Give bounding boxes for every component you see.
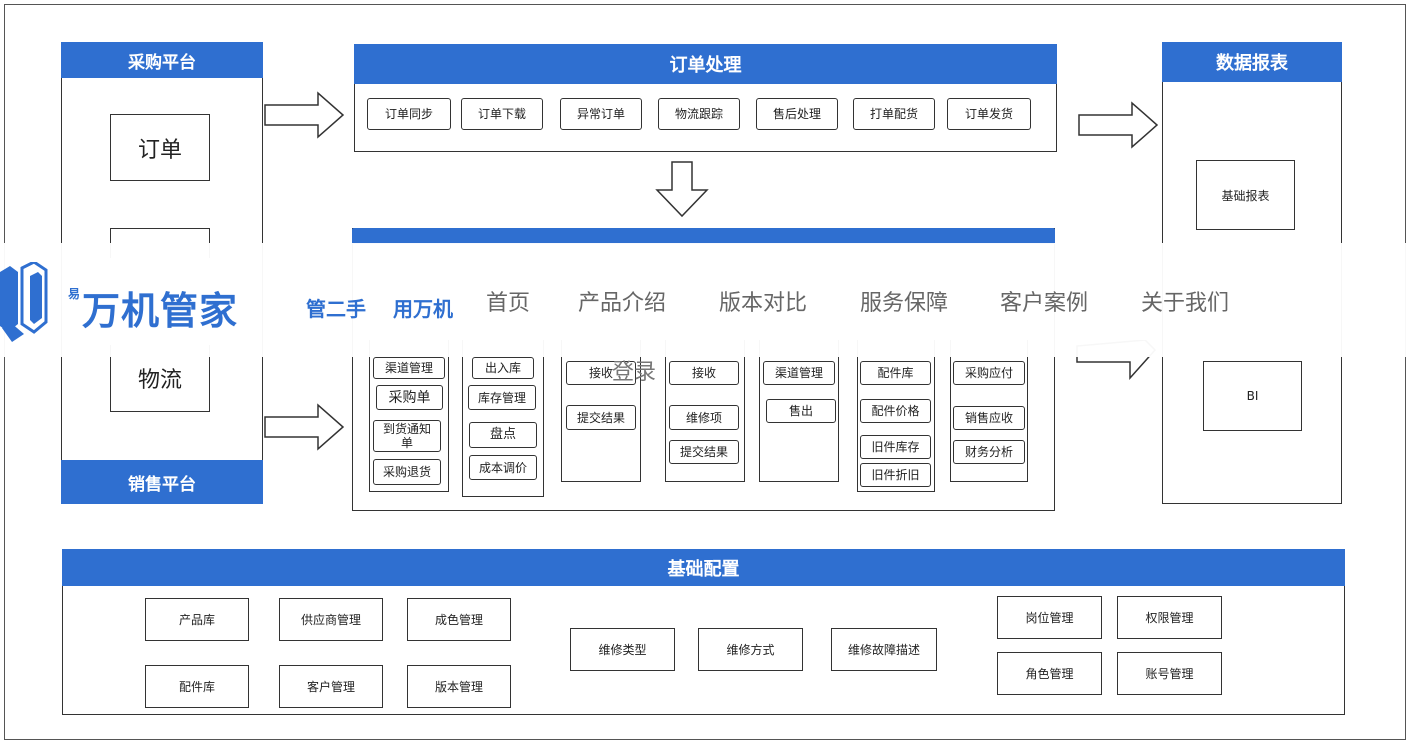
logo-small-text: 易 xyxy=(68,287,81,301)
middle-panel-header xyxy=(352,228,1055,244)
mid-c6-item1: 配件库 xyxy=(860,361,931,385)
mid-col6 xyxy=(857,340,935,492)
mid-col7 xyxy=(950,340,1028,482)
nav-home[interactable]: 首页 xyxy=(486,291,531,316)
bc-g1-1: 产品库 xyxy=(145,598,249,641)
mid-c1-item3: 到货通知单 xyxy=(373,420,441,452)
login-link[interactable]: 登录 xyxy=(612,360,657,385)
mid-c1-item4: 采购退货 xyxy=(373,459,441,485)
diagram-frame xyxy=(4,4,1406,740)
mid-c7-item2: 销售应收 xyxy=(953,406,1025,430)
nav-service[interactable]: 服务保障 xyxy=(860,291,949,316)
op-item-2: 订单下载 xyxy=(461,98,543,130)
logo-icon[interactable] xyxy=(0,262,52,342)
bc-g2-3: 维修故障描述 xyxy=(831,628,937,671)
bc-g3-3: 角色管理 xyxy=(997,652,1102,695)
bc-g1-5: 客户管理 xyxy=(279,665,383,708)
mid-c5-item2: 售出 xyxy=(766,399,836,423)
mid-c2-item1: 出入库 xyxy=(472,357,534,379)
mid-col5 xyxy=(759,340,839,482)
mid-col2 xyxy=(462,340,544,497)
mid-c4-item1: 接收 xyxy=(669,361,739,385)
purchase-title: 采购平台 xyxy=(61,42,263,78)
slogan-right: 用万机 xyxy=(393,297,453,321)
arrow-right-2 xyxy=(1078,101,1159,149)
reports-basic: 基础报表 xyxy=(1196,160,1295,230)
mid-c4-item3: 提交结果 xyxy=(669,440,739,464)
reports-bi: BI xyxy=(1203,361,1302,431)
mid-c6-item2: 配件价格 xyxy=(860,399,931,423)
mid-c7-item1: 采购应付 xyxy=(953,361,1025,385)
order-processing-title: 订单处理 xyxy=(354,44,1057,84)
mid-c2-item4: 成本调价 xyxy=(469,455,537,480)
mid-c6-item3: 旧件库存 xyxy=(860,435,931,459)
mid-c6-item4: 旧件折旧 xyxy=(860,463,931,487)
mid-col3 xyxy=(561,340,641,482)
nav-about[interactable]: 关于我们 xyxy=(1141,291,1230,316)
base-config-title: 基础配置 xyxy=(62,549,1345,586)
bc-g1-4: 配件库 xyxy=(145,665,249,708)
nav-product[interactable]: 产品介绍 xyxy=(578,291,667,316)
logo-text[interactable]: 万机管家 xyxy=(82,289,239,333)
bc-g1-3: 成色管理 xyxy=(407,598,511,641)
op-item-7: 订单发货 xyxy=(947,98,1031,130)
mid-c1-item2: 采购单 xyxy=(376,385,443,410)
mid-col1 xyxy=(369,340,449,492)
reports-title: 数据报表 xyxy=(1162,42,1342,82)
op-item-5: 售后处理 xyxy=(756,98,838,130)
site-navbar xyxy=(0,243,1410,357)
op-item-6: 打单配货 xyxy=(853,98,935,130)
bc-g1-2: 供应商管理 xyxy=(279,598,383,641)
mid-c2-item3: 盘点 xyxy=(469,422,537,448)
bc-g3-4: 账号管理 xyxy=(1117,652,1222,695)
mid-c7-item3: 财务分析 xyxy=(953,440,1025,464)
op-item-4: 物流跟踪 xyxy=(658,98,740,130)
mid-col4 xyxy=(665,340,745,482)
mid-c5-item1: 渠道管理 xyxy=(763,361,835,385)
mid-c4-item2: 维修项 xyxy=(669,405,739,430)
bc-g2-2: 维修方式 xyxy=(698,628,803,671)
op-item-1: 订单同步 xyxy=(367,98,451,130)
op-item-3: 异常订单 xyxy=(560,98,642,130)
nav-compare[interactable]: 版本对比 xyxy=(719,291,808,316)
bc-g3-2: 权限管理 xyxy=(1117,596,1222,639)
arrow-right-1 xyxy=(264,91,345,139)
bc-g3-1: 岗位管理 xyxy=(997,596,1102,639)
bc-g1-6: 版本管理 xyxy=(407,665,511,708)
mid-c1-item1: 渠道管理 xyxy=(373,357,445,379)
mid-c3-item1: 接收 xyxy=(566,361,636,385)
arrow-right-3 xyxy=(264,403,345,451)
arrow-down-1 xyxy=(655,161,709,218)
mid-c3-item2: 提交结果 xyxy=(566,405,636,430)
bc-g2-1: 维修类型 xyxy=(570,628,675,671)
mid-c2-item2: 库存管理 xyxy=(468,385,536,410)
nav-cases[interactable]: 客户案例 xyxy=(1000,291,1089,316)
order-box: 订单 xyxy=(110,114,210,181)
slogan-left: 管二手 xyxy=(306,297,366,321)
sales-title: 销售平台 xyxy=(61,460,263,504)
